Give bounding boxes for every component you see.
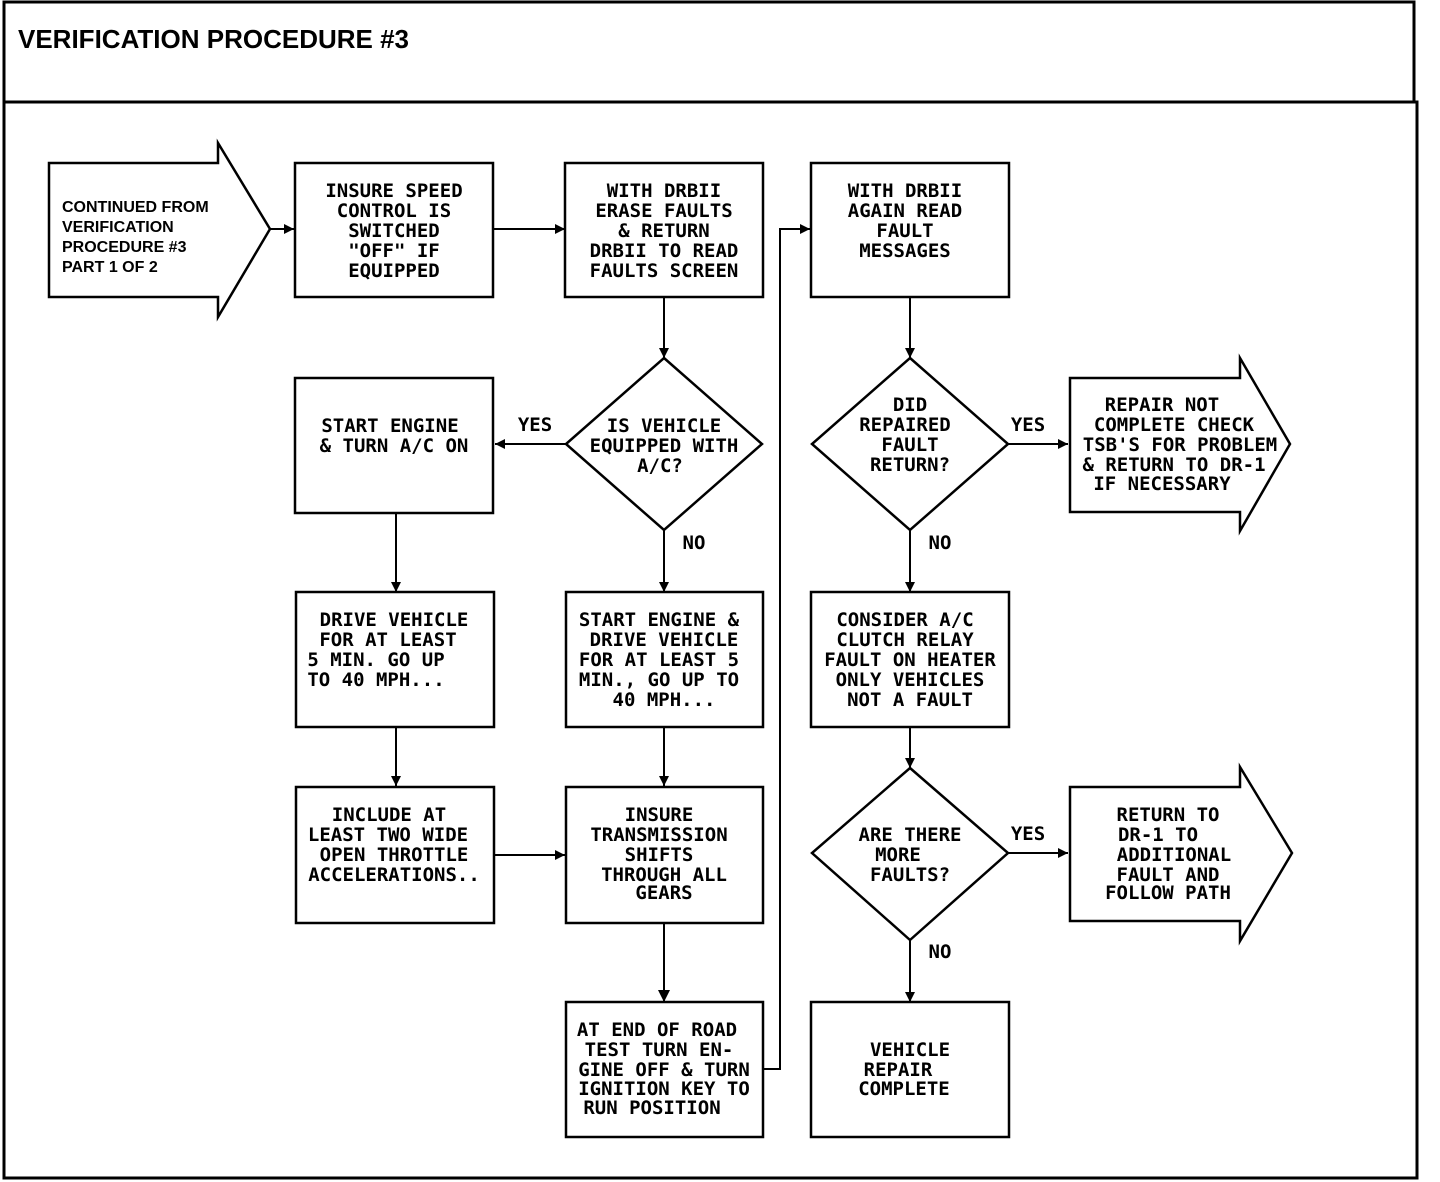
- decision-is-vehicle-ac: IS VEHICLE EQUIPPED WITH A/C?: [564, 356, 764, 532]
- step-text: DRIVE VEHICLE: [320, 609, 469, 631]
- step-text: WITH DRBII: [848, 180, 962, 202]
- outcome-text: REPAIR NOT: [1105, 394, 1219, 416]
- start-line: VERIFICATION: [62, 219, 174, 236]
- diagram-frame: [2, 100, 1419, 1180]
- step-text: FOR AT LEAST 5: [579, 649, 739, 671]
- step-text: & RETURN: [618, 220, 710, 242]
- step-text: TRANSMISSION: [590, 824, 727, 846]
- yes-label: YES: [1011, 823, 1045, 845]
- step-text: ONLY VEHICLES: [836, 669, 985, 691]
- step-text: MIN., GO UP TO: [579, 669, 739, 691]
- step-text: INSURE: [625, 804, 694, 826]
- step-text: VEHICLE: [870, 1039, 950, 1061]
- decision-text: EQUIPPED WITH: [590, 435, 739, 457]
- step-text: AT END OF ROAD: [577, 1019, 737, 1041]
- outcome-text: DR-1 TO: [1118, 824, 1198, 846]
- step-text: START ENGINE: [321, 415, 458, 437]
- yes-label: YES: [518, 414, 552, 436]
- outcome-text: FAULT AND: [1117, 864, 1220, 886]
- step-text: FAULTS SCREEN: [590, 260, 739, 282]
- step-text: INCLUDE AT: [332, 804, 446, 826]
- outcome-text: COMPLETE CHECK: [1094, 414, 1255, 436]
- outcome-text: & RETURN TO DR-1: [1082, 454, 1265, 476]
- step-text: IGNITION KEY TO: [578, 1078, 750, 1100]
- step-text: 40 MPH...: [613, 689, 716, 711]
- start-continuation-arrow: CONTINUED FROM VERIFICATION PROCEDURE #3…: [47, 138, 272, 322]
- decision-text: MORE: [875, 844, 921, 866]
- step-text: FOR AT LEAST: [319, 629, 456, 651]
- step-insure-transmission: INSURE TRANSMISSION SHIFTS THROUGH ALL G…: [564, 785, 765, 925]
- outcome-repair-not-complete: REPAIR NOT COMPLETE CHECK TSB'S FOR PROB…: [1068, 353, 1292, 536]
- step-text: EQUIPPED: [348, 260, 440, 282]
- step-text: FAULT: [876, 220, 933, 242]
- decision-text: REPAIRED: [859, 414, 951, 436]
- step-text: ERASE FAULTS: [595, 200, 732, 222]
- start-line: PART 1 OF 2: [62, 259, 158, 276]
- step-drive-vehicle-left: DRIVE VEHICLE FOR AT LEAST 5 MIN. GO UP …: [294, 590, 496, 729]
- step-text: INSURE SPEED: [325, 180, 462, 202]
- step-text: FAULT ON HEATER: [824, 649, 996, 671]
- step-text: OPEN THROTTLE: [320, 844, 469, 866]
- decision-text: IS VEHICLE: [607, 415, 721, 437]
- step-text: TO 40 MPH...: [307, 669, 444, 691]
- step-text: REPAIR: [864, 1059, 933, 1081]
- decision-text: A/C?: [637, 455, 683, 477]
- step-end-of-road-test: AT END OF ROAD TEST TURN EN- GINE OFF & …: [564, 1000, 765, 1139]
- step-text: & TURN A/C ON: [320, 435, 469, 457]
- step-text: CLUTCH RELAY: [836, 629, 974, 651]
- outcome-text: FOLLOW PATH: [1105, 882, 1231, 904]
- page-title: VERIFICATION PROCEDURE #3: [18, 24, 409, 54]
- step-insure-speed-control: INSURE SPEED CONTROL IS SWITCHED "OFF" I…: [293, 161, 495, 299]
- step-text: GINE OFF & TURN: [578, 1059, 750, 1081]
- decision-text: DID: [893, 394, 927, 416]
- step-text: WITH DRBII: [607, 180, 721, 202]
- step-text: DRBII TO READ: [590, 240, 739, 262]
- decision-more-faults: ARE THERE MORE FAULTS?: [810, 766, 1010, 942]
- arrowheads: [284, 224, 1068, 1002]
- decision-text: FAULT: [881, 434, 938, 456]
- step-vehicle-repair-complete: VEHICLE REPAIR COMPLETE: [809, 1000, 1011, 1139]
- step-text: 5 MIN. GO UP: [307, 649, 444, 671]
- start-line: CONTINUED FROM: [62, 199, 209, 216]
- outcome-text: IF NECESSARY: [1093, 473, 1231, 495]
- step-text: COMPLETE: [858, 1078, 950, 1100]
- step-text: RUN POSITION: [583, 1097, 720, 1119]
- step-text: LEAST TWO WIDE: [308, 824, 468, 846]
- outcome-text: TSB'S FOR PROBLEM: [1083, 434, 1277, 456]
- step-text: ACCELERATIONS..: [308, 864, 480, 886]
- step-text: NOT A FAULT: [847, 689, 973, 711]
- step-text: MESSAGES: [859, 240, 951, 262]
- step-text: CONTROL IS: [337, 200, 451, 222]
- decision-text: FAULTS?: [870, 864, 950, 886]
- start-line: PROCEDURE #3: [62, 239, 187, 256]
- step-text: DRIVE VEHICLE: [590, 629, 739, 651]
- step-text: "OFF" IF: [348, 240, 440, 262]
- step-text: THROUGH ALL: [601, 864, 727, 886]
- step-text: SHIFTS: [625, 844, 694, 866]
- outcome-text: RETURN TO: [1117, 804, 1220, 826]
- decision-text: RETURN?: [870, 454, 950, 476]
- step-erase-faults: WITH DRBII ERASE FAULTS & RETURN DRBII T…: [563, 161, 765, 299]
- no-label: NO: [929, 941, 952, 963]
- yes-label: YES: [1011, 414, 1045, 436]
- step-text: TEST TURN EN-: [585, 1039, 734, 1061]
- step-start-engine-ac: START ENGINE & TURN A/C ON: [293, 376, 495, 515]
- no-label: NO: [929, 532, 952, 554]
- step-text: CONSIDER A/C: [836, 609, 973, 631]
- step-text: SWITCHED: [348, 220, 440, 242]
- step-text: START ENGINE &: [579, 609, 740, 631]
- step-include-throttle: INCLUDE AT LEAST TWO WIDE OPEN THROTTLE …: [294, 785, 496, 925]
- step-consider-ac-clutch-relay: CONSIDER A/C CLUTCH RELAY FAULT ON HEATE…: [809, 590, 1011, 729]
- step-text: GEARS: [635, 882, 692, 904]
- step-start-drive-vehicle: START ENGINE & DRIVE VEHICLE FOR AT LEAS…: [564, 590, 765, 729]
- decision-did-fault-return: DID REPAIRED FAULT RETURN?: [810, 356, 1010, 532]
- outcome-return-to-dr1: RETURN TO DR-1 TO ADDITIONAL FAULT AND F…: [1068, 762, 1294, 946]
- no-label: NO: [683, 532, 706, 554]
- step-text: AGAIN READ: [848, 200, 962, 222]
- step-read-fault-messages: WITH DRBII AGAIN READ FAULT MESSAGES: [809, 161, 1011, 299]
- decision-text: ARE THERE: [859, 824, 962, 846]
- outcome-text: ADDITIONAL: [1117, 844, 1231, 866]
